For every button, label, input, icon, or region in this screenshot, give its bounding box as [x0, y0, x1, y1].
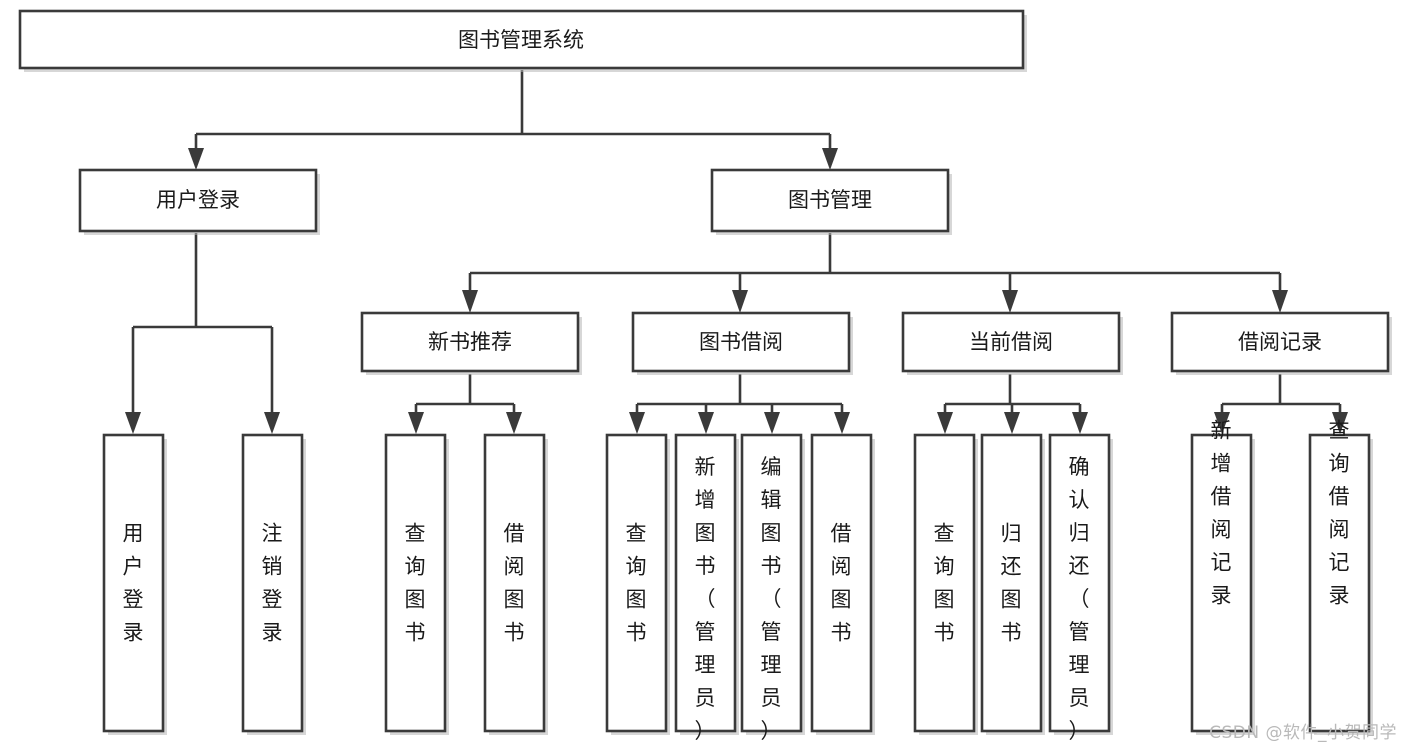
leaf-rect — [384, 433, 447, 733]
new-book-label: 新书推荐 — [428, 330, 512, 354]
leaf-book-borrow-2[interactable]: 新增图书（管理员） — [674, 433, 739, 743]
leaf-current-borrow-2[interactable]: 归还图书 — [980, 433, 1045, 735]
arrow-bm-to-borrow-record — [1272, 290, 1288, 313]
leaf-rect — [605, 433, 668, 733]
arrow-br-leaf-1 — [1214, 412, 1230, 434]
arrow-bb-leaf-2 — [698, 412, 714, 434]
leaf-borrow-record-1[interactable]: 新增借阅记录 — [1190, 419, 1255, 736]
arrow-cb-leaf-3 — [1072, 412, 1088, 434]
root-label: 图书管理系统 — [458, 28, 584, 52]
new-book-rect — [360, 311, 580, 373]
arrow-root-to-book-manage — [822, 148, 838, 170]
leaf-label: 查询图书 — [405, 522, 426, 645]
node-book-manage[interactable]: 图书管理 — [710, 168, 952, 235]
leaf-label: 借阅图书 — [831, 522, 852, 645]
leaf-new-book-1[interactable]: 查询图书 — [384, 433, 449, 735]
node-book-borrow[interactable]: 图书借阅 — [631, 311, 853, 375]
leaf-rect — [674, 433, 737, 733]
node-current-borrow[interactable]: 当前借阅 — [901, 311, 1123, 375]
leaf-label: 编辑图书（管理员） — [761, 455, 782, 743]
arrow-bm-to-new-book — [462, 290, 478, 313]
leaf-label: 归还图书 — [1001, 522, 1022, 645]
leaf-rect — [483, 433, 546, 733]
leaf-label: 注销登录 — [262, 522, 283, 645]
leaf-book-borrow-3[interactable]: 编辑图书（管理员） — [740, 433, 805, 743]
leaf-book-borrow-1[interactable]: 查询图书 — [605, 433, 670, 735]
leaf-rect — [1048, 433, 1111, 733]
leaf-label: 查询图书 — [626, 522, 647, 645]
leaf-rect — [1190, 433, 1253, 733]
leaf-label: 借阅图书 — [504, 522, 525, 645]
leaf-rect — [1308, 433, 1371, 733]
leaf-rect — [740, 433, 803, 733]
borrow-record-rect — [1170, 311, 1390, 373]
connector-layer — [125, 70, 1348, 434]
root-rect — [18, 9, 1025, 70]
current-borrow-rect — [901, 311, 1121, 373]
arrow-user-login-leaf-2 — [264, 412, 280, 434]
book-manage-rect — [710, 168, 950, 233]
arrow-br-leaf-2 — [1332, 412, 1348, 434]
book-borrow-rect — [631, 311, 851, 373]
arrow-bm-to-book-borrow — [732, 290, 748, 313]
node-new-book-recommend[interactable]: 新书推荐 — [360, 311, 582, 375]
user-login-label: 用户登录 — [156, 188, 240, 212]
leaf-label: 查询图书 — [934, 522, 955, 645]
arrow-cb-leaf-2 — [1004, 412, 1020, 434]
leaf-current-borrow-3[interactable]: 确认归还（管理员） — [1048, 433, 1113, 743]
arrow-root-to-user-login — [188, 148, 204, 170]
node-borrow-record[interactable]: 借阅记录 — [1170, 311, 1392, 375]
book-manage-label: 图书管理 — [788, 188, 872, 212]
leaf-borrow-record-2[interactable]: 查询借阅记录 — [1308, 419, 1373, 736]
leaf-label: 用户登录 — [123, 522, 144, 645]
arrow-bb-leaf-1 — [629, 412, 645, 434]
leaf-user-login-2[interactable]: 注销登录 — [241, 433, 306, 735]
leaf-rect — [810, 433, 873, 733]
arrow-nb-leaf-2 — [506, 412, 522, 434]
node-user-login[interactable]: 用户登录 — [78, 168, 320, 235]
current-borrow-label: 当前借阅 — [969, 330, 1053, 354]
leaf-label: 确认归还（管理员） — [1069, 455, 1090, 743]
arrow-bb-leaf-3 — [764, 412, 780, 434]
book-borrow-label: 图书借阅 — [699, 330, 783, 354]
leaf-rect — [980, 433, 1043, 733]
leaf-label: 新增借阅记录 — [1211, 419, 1232, 608]
leaf-new-book-2[interactable]: 借阅图书 — [483, 433, 548, 735]
leaf-book-borrow-4[interactable]: 借阅图书 — [810, 433, 875, 735]
leaf-current-borrow-1[interactable]: 查询图书 — [913, 433, 978, 735]
leaf-label: 查询借阅记录 — [1329, 419, 1350, 608]
user-login-rect — [78, 168, 318, 233]
leaf-user-login-1[interactable]: 用户登录 — [102, 433, 167, 735]
node-root[interactable]: 图书管理系统 — [18, 9, 1027, 72]
arrow-nb-leaf-1 — [408, 412, 424, 434]
leaf-label: 新增图书（管理员） — [695, 455, 716, 743]
leaf-rect — [102, 433, 165, 733]
arrow-bm-to-current-borrow — [1002, 290, 1018, 313]
leaf-rect — [913, 433, 976, 733]
arrow-user-login-leaf-1 — [125, 412, 141, 434]
arrow-bb-leaf-4 — [834, 412, 850, 434]
arrow-cb-leaf-1 — [937, 412, 953, 434]
leaf-rect — [241, 433, 304, 733]
borrow-record-label: 借阅记录 — [1238, 330, 1322, 354]
